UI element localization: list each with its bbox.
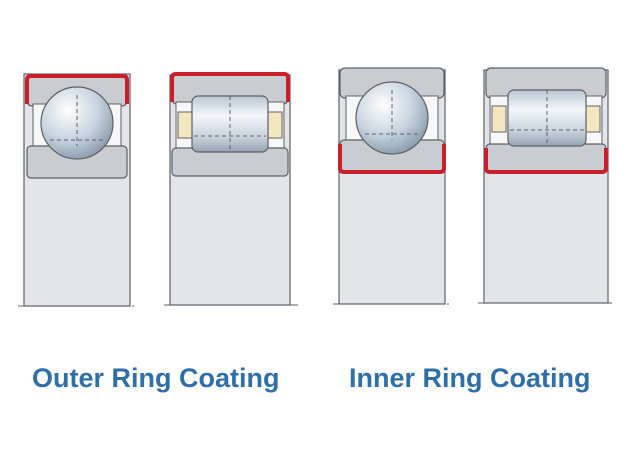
coating-layer [484,148,608,174]
inner-ring-coating-caption: Inner Ring Coating [349,363,591,393]
cage-left [491,105,507,133]
ball-bearing-inner-coated [333,67,452,305]
outer-ring-coating-caption: Outer Ring Coating [32,363,280,393]
cage-right [267,111,283,139]
coating-layer [170,72,290,102]
roller-bearing-inner-coated [478,67,614,304]
cage-left [177,111,193,139]
coating-layer [338,144,446,174]
ball-bearing-outer-coated [18,73,136,307]
roller-bearing-outer-coated [164,72,298,306]
cage-right [585,105,601,133]
coating-layer [25,74,129,104]
inner-ring [485,143,607,173]
